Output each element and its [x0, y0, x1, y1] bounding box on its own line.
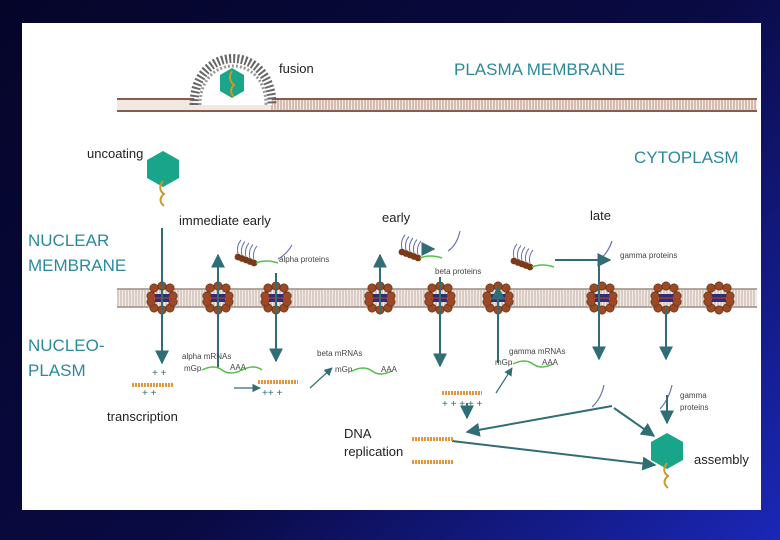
- nuclear-label-2: MEMBRANE: [28, 256, 126, 275]
- late-label: late: [590, 208, 611, 223]
- nuclear-pore: [703, 281, 735, 315]
- svg-text:++ +: ++ +: [262, 388, 282, 399]
- gamma-proteins-bottom-label-1: gamma: [680, 391, 707, 400]
- ribosome-cluster: [398, 234, 443, 262]
- plasma-membrane: [117, 54, 757, 112]
- cap-label-2: mGp: [335, 365, 353, 374]
- dna-label: DNA: [344, 426, 372, 441]
- hsv-replication-diagram: fusion PLASMA MEMBRANE uncoating CYTOPLA…: [22, 23, 761, 510]
- cytoplasm-label: CYTOPLASM: [634, 148, 739, 167]
- gamma-mrnas-label: gamma mRNAs: [509, 347, 565, 356]
- beta-mrnas-label: beta mRNAs: [317, 349, 362, 358]
- dna-strands: [132, 380, 482, 464]
- gamma-proteins-bottom-label-2: proteins: [680, 403, 708, 412]
- ribosome-cluster: [510, 243, 555, 271]
- fusion-label: fusion: [279, 61, 314, 76]
- nuclear-label-1: NUCLEAR: [28, 231, 109, 250]
- transcript-marks: + + + + ++ + + + + + +: [142, 368, 482, 410]
- replication-label: replication: [344, 444, 403, 459]
- immediate-early-label: immediate early: [179, 213, 271, 228]
- svg-text:+ +: + +: [142, 388, 157, 399]
- nuclear-pore: [586, 281, 618, 315]
- cap-label-1: mGp: [184, 364, 202, 373]
- ribosome-clusters: [234, 234, 555, 271]
- uncoating-label: uncoating: [87, 146, 143, 161]
- pathway-arrows: [155, 228, 674, 471]
- transcription-label: transcription: [107, 409, 178, 424]
- nuclear-pore: [364, 281, 396, 315]
- svg-text:+ + + + +: + + + + +: [442, 399, 482, 410]
- alpha-mrnas-label: alpha mRNAs: [182, 352, 231, 361]
- polya-label-3: AAA: [542, 358, 559, 367]
- cap-label-3: mGp: [495, 358, 513, 367]
- polya-label-2: AAA: [381, 365, 398, 374]
- nucleoplasm-label-1: NUCLEO-: [28, 336, 105, 355]
- diagram-canvas: fusion PLASMA MEMBRANE uncoating CYTOPLA…: [28, 54, 757, 489]
- polya-label-1: AAA: [230, 363, 247, 372]
- nuclear-pore: [650, 281, 682, 315]
- virus-uncoating-icon: [147, 151, 179, 207]
- beta-proteins-label: beta proteins: [435, 267, 481, 276]
- early-label: early: [382, 210, 411, 225]
- virus-fusing-icon: [220, 68, 244, 98]
- assembly-label: assembly: [694, 452, 749, 467]
- svg-text:+ +: + +: [152, 368, 167, 379]
- plasma-membrane-label: PLASMA MEMBRANE: [454, 60, 625, 79]
- nucleoplasm-label-2: PLASM: [28, 361, 86, 380]
- ribosome-cluster: [234, 239, 279, 267]
- mrnas: [201, 360, 554, 375]
- alpha-proteins-label: alpha proteins: [279, 255, 329, 264]
- gamma-proteins-top-label: gamma proteins: [620, 251, 677, 260]
- virus-assembly-icon: [651, 433, 683, 489]
